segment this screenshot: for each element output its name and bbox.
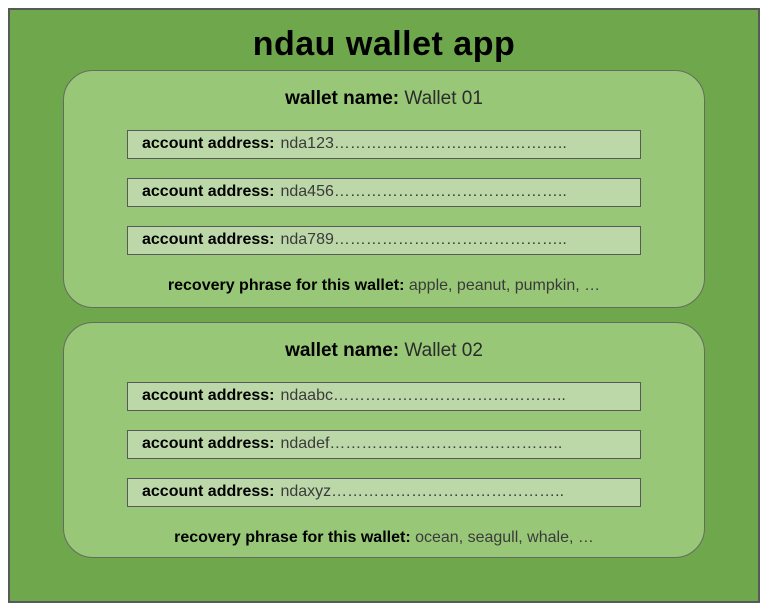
app-title: ndau wallet app — [252, 25, 516, 63]
wallet-name-label: wallet name: — [285, 88, 400, 109]
account-address-label: account address: — [142, 387, 275, 405]
account-address-value: ndadef…………………………………….. — [280, 435, 563, 453]
recovery-phrase-label: recovery phrase for this wallet: — [174, 528, 411, 546]
account-address-label: account address: — [142, 183, 275, 201]
account-address-row: account address: nda789…………………………………….. — [127, 225, 641, 255]
wallet-card-2: wallet name: Wallet 02 account address: … — [63, 322, 705, 558]
recovery-phrase: recovery phrase for this wallet: ocean, … — [64, 528, 704, 547]
recovery-phrase-label: recovery phrase for this wallet: — [167, 276, 405, 294]
account-address-row: account address: ndadef…………………………………….. — [127, 429, 641, 459]
wallet-name: wallet name: Wallet 02 — [64, 340, 704, 363]
recovery-phrase-value: ocean, seagull, whale, … — [415, 528, 594, 546]
wallet-name: wallet name: Wallet 01 — [64, 88, 704, 111]
account-address-label: account address: — [142, 483, 275, 501]
account-address-value: ndaabc…………………………………….. — [280, 387, 566, 405]
account-address-label: account address: — [142, 231, 275, 249]
wallet-card-1: wallet name: Wallet 01 account address: … — [63, 70, 705, 308]
account-address-value: nda456…………………………………….. — [280, 183, 567, 201]
account-address-label: account address: — [142, 435, 275, 453]
wallet-name-value: Wallet 01 — [404, 88, 483, 109]
recovery-phrase: recovery phrase for this wallet: apple, … — [64, 276, 704, 295]
wallet-name-value: Wallet 02 — [404, 340, 483, 361]
account-address-value: ndaxyz…………………………………….. — [280, 483, 565, 501]
account-address-row: account address: nda456…………………………………….. — [127, 177, 641, 207]
wallet-name-label: wallet name: — [285, 340, 400, 361]
recovery-phrase-value: apple, peanut, pumpkin, … — [408, 276, 601, 294]
account-address-row: account address: ndaxyz…………………………………….. — [127, 477, 641, 507]
app-frame: ndau wallet app wallet name: Wallet 01 a… — [8, 8, 760, 603]
account-address-row: account address: nda123…………………………………….. — [127, 129, 641, 159]
account-address-value: nda123…………………………………….. — [280, 135, 567, 153]
account-address-row: account address: ndaabc…………………………………….. — [127, 381, 641, 411]
account-address-value: nda789…………………………………….. — [280, 231, 567, 249]
account-address-label: account address: — [142, 135, 275, 153]
